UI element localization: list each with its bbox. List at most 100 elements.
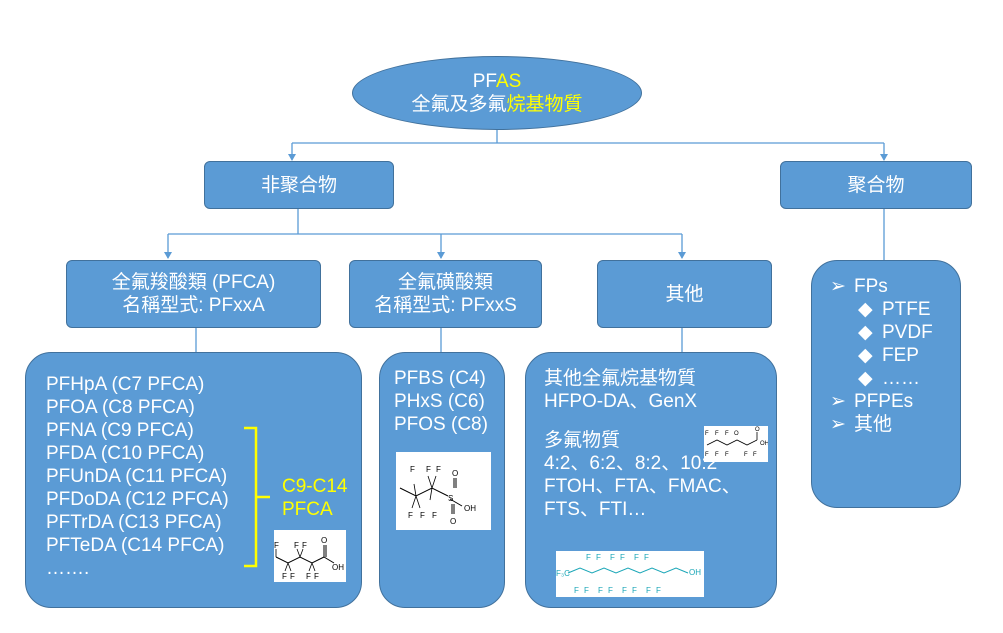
atom-f: F bbox=[608, 586, 613, 595]
atom-f: F bbox=[596, 553, 601, 562]
other-genx-line: HFPO-DA、GenX bbox=[544, 391, 698, 412]
pfca-node: 全氟羧酸類 (PFCA) 名稱型式: PFxxA bbox=[66, 260, 321, 328]
atom-cf3: F₃C bbox=[556, 569, 570, 578]
atom-f: F bbox=[715, 452, 719, 458]
other-perfluoro-heading: 其他全氟烷基物質 bbox=[544, 368, 697, 389]
bracket-label-pfca: PFCA bbox=[282, 499, 333, 520]
arrow-bullet-icon: ➢ bbox=[830, 414, 846, 435]
list-item: PFBS (C4) bbox=[394, 368, 486, 389]
genx-structure-image: F F F F F F O F F O OH bbox=[704, 426, 768, 462]
atom-f: F bbox=[646, 586, 651, 595]
atom-f: F bbox=[420, 511, 425, 520]
list-item: PFUnDA (C11 PFCA) bbox=[46, 466, 228, 487]
polymer-item-pfpes: ➢PFPEs bbox=[830, 391, 914, 412]
atom-f: F bbox=[274, 541, 279, 550]
list-item: PHxS (C6) bbox=[394, 391, 485, 412]
other-node: 其他 bbox=[597, 260, 772, 328]
polymer-node: 聚合物 bbox=[780, 161, 972, 209]
atom-f: F bbox=[290, 572, 295, 581]
polymer-item-fps: ➢FPs bbox=[830, 276, 888, 297]
atom-f: F bbox=[584, 586, 589, 595]
atom-f: F bbox=[725, 431, 729, 437]
atom-f: F bbox=[302, 541, 307, 550]
other-label: 其他 bbox=[665, 283, 704, 305]
atom-o: O bbox=[734, 431, 739, 437]
atom-oh: OH bbox=[689, 568, 701, 577]
list-item: PFOA (C8 PFCA) bbox=[46, 397, 195, 418]
list-item: PFDoDA (C12 PFCA) bbox=[46, 489, 229, 510]
root-subtitle-part1: 全氟及多氟 bbox=[411, 94, 507, 115]
atom-f: F bbox=[705, 452, 709, 458]
atom-o: O bbox=[452, 469, 458, 478]
root-title-as: AS bbox=[495, 71, 522, 92]
diamond-bullet-icon: ◆ bbox=[858, 368, 873, 389]
atom-f: F bbox=[632, 586, 637, 595]
atom-o: O bbox=[321, 536, 327, 545]
atom-f: F bbox=[426, 465, 431, 474]
atom-f: F bbox=[644, 553, 649, 562]
atom-oh: OH bbox=[760, 441, 768, 447]
atom-f: F bbox=[408, 511, 413, 520]
list-item: ……. bbox=[46, 558, 90, 579]
atom-f: F bbox=[744, 452, 748, 458]
other-telomer-types-2: FTS、FTI… bbox=[544, 499, 647, 520]
atom-f: F bbox=[634, 553, 639, 562]
atom-f: F bbox=[753, 452, 757, 458]
polymer-item-ptfe: ◆PTFE bbox=[858, 299, 931, 320]
atom-f: F bbox=[294, 541, 299, 550]
atom-f: F bbox=[705, 431, 709, 437]
atom-f: F bbox=[436, 465, 441, 474]
bracket-label-c9-c14: C9-C14 bbox=[282, 476, 348, 497]
pfsa-naming: 名稱型式: PFxxS bbox=[374, 295, 517, 316]
atom-f: F bbox=[622, 586, 627, 595]
polymer-item-other: ➢其他 bbox=[830, 414, 893, 435]
pfca-structure-image: F F F F F F F O OH bbox=[274, 530, 346, 582]
pfsa-structure-image: F F F F F F S O O OH bbox=[396, 452, 491, 530]
polymer-item-pvdf: ◆PVDF bbox=[858, 322, 933, 343]
root-title-pf: PF bbox=[472, 71, 496, 92]
polymer-item-more: ◆…… bbox=[858, 368, 920, 389]
pfca-list-box: PFHpA (C7 PFCA) PFOA (C8 PFCA) PFNA (C9 … bbox=[25, 352, 362, 608]
atom-f: F bbox=[574, 586, 579, 595]
pfca-title: 全氟羧酸類 (PFCA) bbox=[111, 272, 276, 293]
atom-f: F bbox=[306, 572, 311, 581]
list-item: PFHpA (C7 PFCA) bbox=[46, 374, 205, 395]
list-item: PFDA (C10 PFCA) bbox=[46, 443, 205, 464]
pfsa-node: 全氟磺酸類 名稱型式: PFxxS bbox=[349, 260, 542, 328]
pfas-root-node: PFAS 全氟及多氟烷基物質 bbox=[352, 56, 642, 130]
root-subtitle-part2: 烷基物質 bbox=[506, 94, 583, 115]
other-telomer-line: 4:2、6:2、8:2、10:2 bbox=[544, 453, 718, 474]
atom-f: F bbox=[610, 553, 615, 562]
other-polyfluoro-heading: 多氟物質 bbox=[544, 430, 621, 451]
atom-f: F bbox=[620, 553, 625, 562]
atom-oh: OH bbox=[332, 563, 344, 572]
arrow-bullet-icon: ➢ bbox=[830, 276, 846, 297]
arrow-bullet-icon: ➢ bbox=[830, 391, 846, 412]
diamond-bullet-icon: ◆ bbox=[858, 322, 873, 343]
atom-f: F bbox=[725, 452, 729, 458]
ftoh-structure-image: F₃C OH F F F F F F F F F F F F F F bbox=[556, 551, 704, 597]
other-telomer-types-1: FTOH、FTA、FMAC、 bbox=[544, 476, 741, 497]
polymer-label: 聚合物 bbox=[847, 174, 905, 196]
non-polymer-node: 非聚合物 bbox=[204, 161, 394, 209]
atom-o: O bbox=[755, 427, 760, 433]
atom-f: F bbox=[715, 431, 719, 437]
diamond-bullet-icon: ◆ bbox=[858, 299, 873, 320]
list-item: PFOS (C8) bbox=[394, 414, 488, 435]
list-item: PFTeDA (C14 PFCA) bbox=[46, 535, 225, 556]
polymer-item-fep: ◆FEP bbox=[858, 345, 919, 366]
pfca-naming: 名稱型式: PFxxA bbox=[122, 295, 265, 316]
atom-f: F bbox=[656, 586, 661, 595]
pfsa-title: 全氟磺酸類 bbox=[397, 272, 493, 293]
atom-s: S bbox=[448, 494, 453, 503]
atom-f: F bbox=[410, 465, 415, 474]
list-item: PFNA (C9 PFCA) bbox=[46, 420, 194, 441]
atom-f: F bbox=[598, 586, 603, 595]
list-item: PFTrDA (C13 PFCA) bbox=[46, 512, 222, 533]
atom-f: F bbox=[282, 572, 287, 581]
polymer-list-box: ➢FPs ◆PTFE ◆PVDF ◆FEP ◆…… ➢PFPEs ➢其他 bbox=[811, 260, 961, 508]
atom-f: F bbox=[314, 572, 319, 581]
atom-f: F bbox=[586, 553, 591, 562]
non-polymer-label: 非聚合物 bbox=[260, 174, 337, 196]
